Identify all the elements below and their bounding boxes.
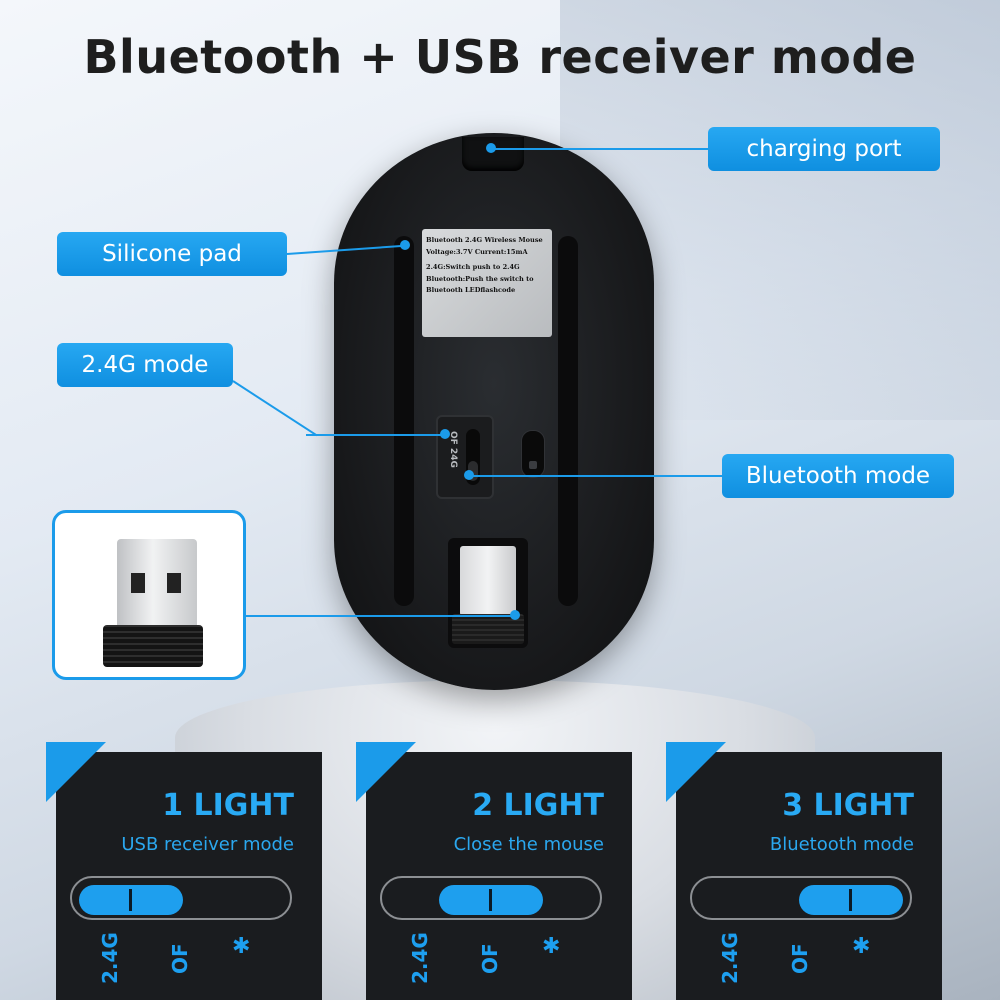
callout-charging-port: charging port (708, 127, 940, 171)
panel-accent (666, 742, 726, 802)
optical-sensor (521, 430, 545, 478)
docked-usb-receiver (460, 546, 516, 616)
panel-title: 2 LIGHT (472, 788, 604, 823)
callout-silicone-pad: Silicone pad (57, 232, 287, 276)
label-off: OF (788, 943, 812, 974)
panel-subtitle: USB receiver mode (121, 834, 294, 855)
switch-knob[interactable] (439, 885, 543, 915)
bluetooth-icon: ✱ (232, 934, 251, 959)
sensor-dot (529, 461, 537, 469)
bluetooth-icon: ✱ (542, 934, 561, 959)
connector-dot (440, 429, 450, 439)
spec-line: Bluetooth:Push the switch to (426, 274, 534, 283)
page-title: Bluetooth + USB receiver mode (83, 30, 917, 84)
light-panel-1: 1 LIGHT USB receiver mode 2.4G OF ✱ (46, 742, 322, 1000)
spec-line: 2.4G:Switch push to 2.4G (426, 263, 520, 272)
label-off: OF (168, 943, 192, 974)
receiver-dock (448, 538, 528, 648)
label-24g: 2.4G (408, 932, 432, 984)
connector-line (470, 475, 722, 477)
switch-labels: 2.4G OF ✱ (98, 932, 298, 992)
light-panel-3: 3 LIGHT Bluetooth mode 2.4G OF ✱ (666, 742, 942, 1000)
usb-hole (167, 573, 181, 593)
mouse-underside: Bluetooth 2.4G Wireless Mouse Voltage:3.… (334, 133, 654, 690)
connector-line (246, 615, 514, 617)
callout-bluetooth-mode: Bluetooth mode (722, 454, 954, 498)
spec-label-plate: Bluetooth 2.4G Wireless Mouse Voltage:3.… (422, 229, 552, 337)
switch-knob[interactable] (799, 885, 903, 915)
switch-label: OF 24G (448, 431, 458, 468)
usb-receiver-box (52, 510, 246, 680)
connector-dot (464, 470, 474, 480)
connector-line (492, 148, 708, 150)
spec-line: Bluetooth 2.4G Wireless Mouse (426, 236, 543, 244)
bluetooth-icon: ✱ (852, 934, 871, 959)
callout-24g-mode: 2.4G mode (57, 343, 233, 387)
switch-knob[interactable] (79, 885, 183, 915)
usb-hole (131, 573, 145, 593)
usb-receiver-base (103, 625, 203, 667)
switch-labels: 2.4G OF ✱ (408, 932, 608, 992)
label-24g: 2.4G (718, 932, 742, 984)
label-off: OF (478, 943, 502, 974)
spec-line: Voltage:3.7V Current:15mA (426, 247, 528, 256)
mode-switch[interactable]: OF 24G (436, 415, 494, 499)
switch-labels: 2.4G OF ✱ (718, 932, 918, 992)
connector-dot (486, 143, 496, 153)
connector-dot (510, 610, 520, 620)
label-24g: 2.4G (98, 932, 122, 984)
panel-title: 3 LIGHT (782, 788, 914, 823)
silicone-pad-left (394, 236, 414, 606)
connector-line (306, 434, 444, 436)
spec-line: Bluetooth LEDflashcode (426, 286, 516, 295)
usb-receiver-icon (117, 539, 197, 631)
switch-track (690, 876, 912, 920)
panel-subtitle: Close the mouse (453, 834, 604, 855)
knob-line (129, 889, 132, 911)
connector-dot (400, 240, 410, 250)
panel-subtitle: Bluetooth mode (769, 834, 914, 855)
knob-line (489, 889, 492, 911)
charging-port (462, 137, 524, 171)
panel-accent (356, 742, 416, 802)
switch-track (70, 876, 292, 920)
light-panel-2: 2 LIGHT Close the mouse 2.4G OF ✱ (356, 742, 632, 1000)
panel-accent (46, 742, 106, 802)
silicone-pad-right (558, 236, 578, 606)
switch-track (380, 876, 602, 920)
knob-line (849, 889, 852, 911)
panel-title: 1 LIGHT (162, 788, 294, 823)
